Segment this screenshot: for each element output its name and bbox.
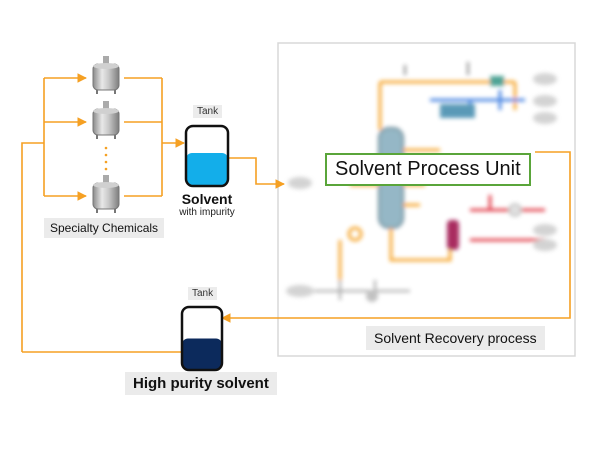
flow-lines (21, 73, 571, 353)
solvent-title: Solvent (181, 191, 233, 207)
recovery-panel (277, 42, 576, 357)
solvent-recovery-label: Solvent Recovery process (366, 326, 545, 350)
ellipsis-dots (104, 146, 108, 171)
reactor-vessel-icon (92, 56, 120, 94)
solvent-process-unit-label: Solvent Process Unit (325, 153, 531, 186)
tank-label-top: Tank (193, 105, 223, 118)
tank-label-bottom: Tank (188, 287, 218, 300)
high-purity-tank-icon (180, 305, 224, 372)
solvent-tank-icon (184, 124, 230, 188)
solvent-label: Solvent with impurity (172, 191, 242, 219)
solvent-subtitle: with impurity (179, 207, 235, 218)
specialty-chemicals-label: Specialty Chemicals (44, 218, 165, 238)
high-purity-solvent-label: High purity solvent (125, 372, 277, 395)
reactor-vessel-icon (92, 175, 120, 213)
reactor-vessel-icon (92, 101, 120, 139)
